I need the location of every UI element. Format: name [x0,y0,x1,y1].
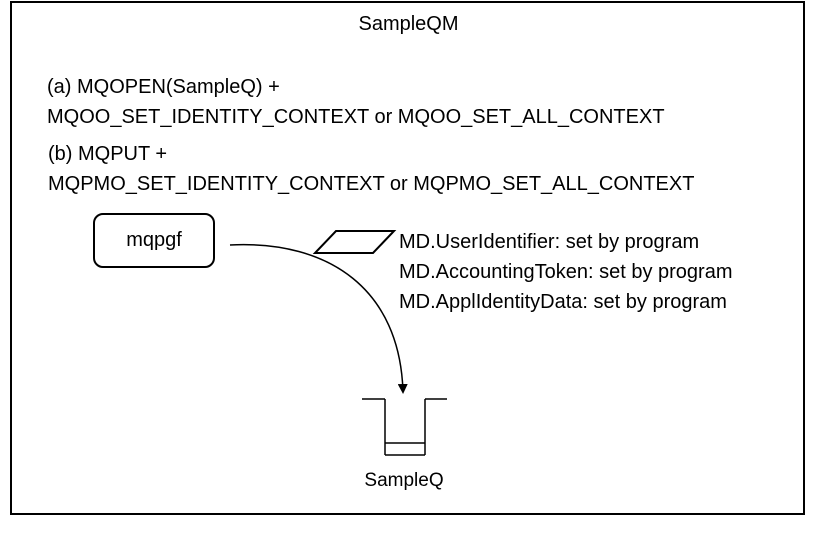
queue-icon [362,398,447,456]
program-box: mqpgf [93,213,215,268]
queue-name: SampleQ [364,470,444,491]
message-descriptor-icon [312,230,397,254]
queue-manager-boundary [10,1,805,515]
mqput-call: (b) MQPUT + [48,143,168,165]
mqopen-call: (a) MQOPEN(SampleQ) + [47,76,280,98]
queue-manager-name: SampleQM [358,13,459,35]
mqput-options: MQPMO_SET_IDENTITY_CONTEXT or MQPMO_SET_… [48,173,695,195]
put-flow-arrow [229,243,408,394]
md-appl-identity-data: MD.ApplIdentityData: set by program [399,291,727,313]
md-user-identifier: MD.UserIdentifier: set by program [399,231,700,253]
md-accounting-token: MD.AccountingToken: set by program [399,261,733,283]
mqopen-options: MQOO_SET_IDENTITY_CONTEXT or MQOO_SET_AL… [47,106,665,128]
program-name: mqpgf [126,229,182,251]
